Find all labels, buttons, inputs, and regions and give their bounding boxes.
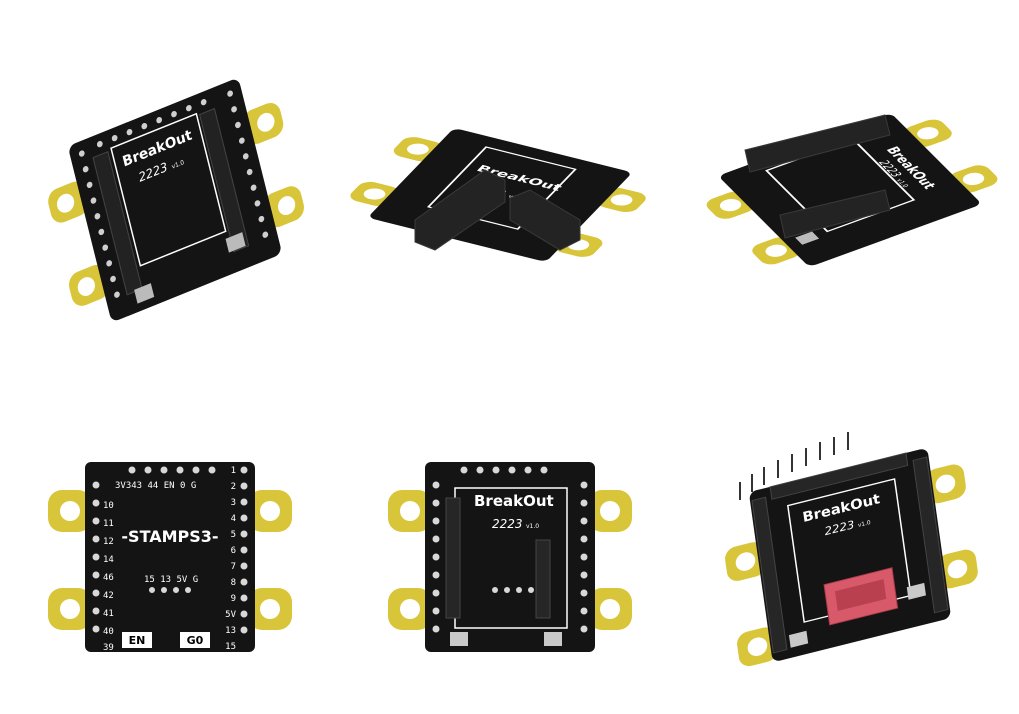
right-pin-label: 13 — [225, 626, 236, 636]
header-pins — [739, 432, 849, 500]
pcb-board — [85, 462, 255, 652]
mounting-tab — [388, 588, 432, 630]
mounting-tab — [48, 181, 89, 223]
right-pin-label: 7 — [231, 562, 236, 572]
pin-header-left — [751, 496, 788, 654]
mounting-tab — [68, 264, 110, 306]
pin-header-left — [445, 497, 461, 619]
version-label: v1.0 — [894, 178, 909, 189]
mounting-tab — [925, 464, 966, 504]
reset-button[interactable] — [795, 231, 820, 245]
version-label: v1.0 — [526, 523, 539, 530]
right-pin-label: 8 — [231, 578, 236, 588]
pin-holes — [92, 466, 248, 634]
brand-label: BreakOut — [474, 492, 554, 510]
top-pin-labels: 3V343 44 EN 0 G — [115, 481, 196, 491]
pin-header-right — [912, 456, 949, 614]
mounting-tab — [737, 627, 778, 667]
right-pin-label: 6 — [231, 546, 236, 556]
right-pin-label: 5V — [225, 610, 236, 620]
mounting-tab — [725, 542, 766, 581]
right-pin-label: 5 — [231, 530, 236, 540]
grove-connector[interactable] — [823, 567, 899, 626]
left-pin-label: 14 — [103, 555, 114, 565]
mounting-tab — [388, 490, 432, 532]
board-view-bottom: 3V343 44 EN 0 G 10 11 12 14 46 42 41 40 … — [40, 440, 300, 670]
left-pin-label: 41 — [103, 609, 114, 619]
g0-label-pad — [180, 632, 210, 648]
pin-header-right — [199, 107, 250, 253]
board-view-iso-3: BreakOut 2223 v1.0 — [700, 80, 1000, 340]
left-pin-label: 39 — [103, 643, 114, 653]
pin-header-right — [509, 189, 581, 251]
model-label: 2223 — [492, 517, 523, 531]
right-pin-label: 3 — [231, 498, 236, 508]
left-pin-label: 42 — [103, 591, 114, 601]
right-pin-label: 2 — [231, 482, 236, 492]
left-pin-label: 11 — [103, 519, 114, 529]
boot-button[interactable] — [544, 632, 562, 646]
right-pin-label: 4 — [231, 514, 236, 524]
board-view-iso-connector: BreakOut 2223 v1.0 — [700, 430, 1000, 680]
board-view-top: BreakOut 2223 v1.0 — [380, 440, 640, 670]
en-label: EN — [129, 634, 146, 647]
pin-header-left — [414, 169, 506, 251]
boot-button[interactable] — [225, 232, 246, 253]
board-title: -STAMPS3- — [121, 527, 218, 546]
mounting-tab — [937, 549, 978, 589]
pin-holes — [78, 90, 269, 298]
mounting-tab — [242, 102, 284, 144]
right-pin-label: 9 — [231, 594, 236, 604]
pcb-board — [425, 462, 595, 652]
right-pin-label: 1 — [231, 466, 236, 476]
pin-header-top — [744, 114, 891, 173]
reset-button[interactable] — [450, 632, 468, 646]
mounting-tab — [588, 490, 632, 532]
mounting-tab — [48, 490, 92, 532]
pin-header-left — [92, 150, 143, 296]
mounting-tab — [263, 186, 304, 228]
version-label: v1.0 — [858, 520, 872, 529]
boot-button[interactable] — [906, 582, 926, 600]
reset-button[interactable] — [134, 283, 155, 304]
version-label: v1.0 — [171, 159, 185, 171]
pin-holes — [432, 466, 588, 633]
pin-header-right — [535, 539, 551, 619]
pin-header-top — [769, 452, 909, 500]
left-pin-label: 12 — [103, 537, 114, 547]
mid-pin-labels: 15 13 5V G — [144, 575, 198, 585]
left-pin-label: 40 — [103, 627, 114, 637]
mounting-tab — [48, 588, 92, 630]
g0-label: G0 — [187, 634, 204, 647]
board-view-iso-1: BreakOut 2223 v1.0 — [20, 70, 320, 330]
en-label-pad — [122, 632, 152, 648]
right-pin-label: 15 — [225, 642, 236, 652]
mounting-tab — [248, 588, 292, 630]
mounting-tab — [588, 588, 632, 630]
left-pin-label: 46 — [103, 573, 114, 583]
pin-header-bottom — [779, 189, 891, 239]
reset-button[interactable] — [788, 630, 809, 648]
left-pin-label: 10 — [103, 501, 114, 511]
board-view-iso-2: BreakOut 2223 v1.0 — [350, 70, 655, 330]
mounting-tab — [248, 490, 292, 532]
